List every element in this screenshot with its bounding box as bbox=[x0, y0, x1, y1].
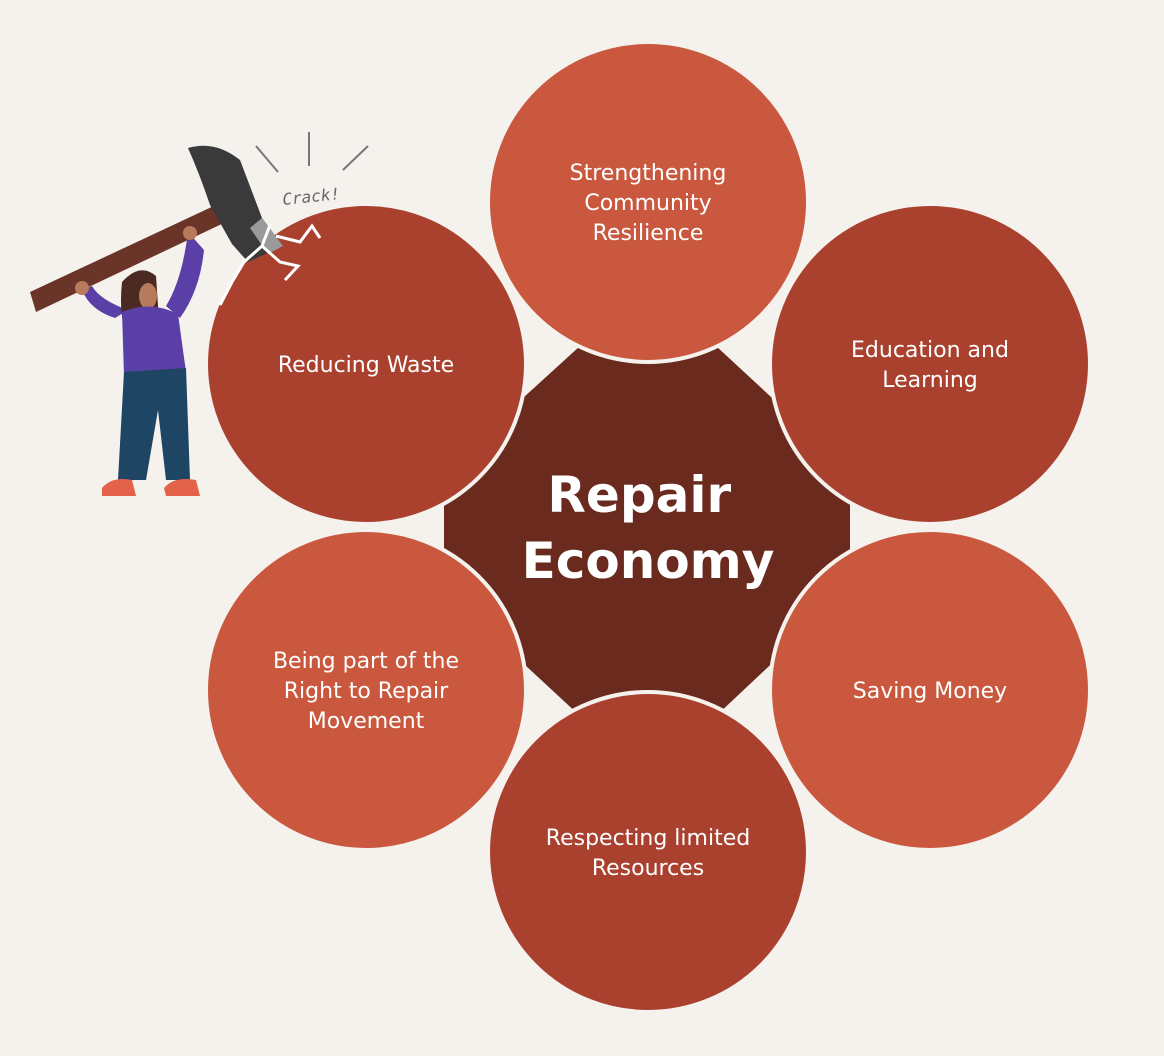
node-label-line: Respecting limited bbox=[546, 826, 750, 851]
node-circle bbox=[768, 202, 1092, 526]
impact-line bbox=[255, 145, 279, 173]
node-label-line: Saving Money bbox=[853, 679, 1007, 704]
node-label-line: Right to Repair bbox=[284, 679, 449, 704]
node-label-line: Education and bbox=[851, 338, 1009, 363]
node-label-line: Resilience bbox=[593, 221, 704, 246]
node-label: Saving Money bbox=[853, 679, 1007, 704]
trousers bbox=[118, 368, 190, 480]
crack-lines bbox=[218, 223, 322, 306]
node-reducing-waste: Reducing Waste bbox=[204, 202, 528, 526]
node-label: Reducing Waste bbox=[278, 353, 454, 378]
left-arm bbox=[82, 286, 128, 318]
right-arm bbox=[166, 232, 204, 318]
node-circle bbox=[486, 40, 810, 364]
node-circle bbox=[204, 202, 528, 526]
node-label-line: Movement bbox=[308, 709, 425, 734]
crack-caption: Crack! bbox=[281, 184, 340, 209]
center-label-line: Economy bbox=[522, 532, 775, 590]
node-label-line: Learning bbox=[882, 368, 978, 393]
right-hand bbox=[183, 226, 197, 240]
center-label: Repair Economy bbox=[522, 466, 775, 590]
right-shoe bbox=[164, 479, 200, 496]
node-label-line: Reducing Waste bbox=[278, 353, 454, 378]
node-circle bbox=[768, 528, 1092, 852]
center-label-line: Repair bbox=[547, 466, 731, 524]
left-hand bbox=[75, 281, 89, 295]
node-label-line: Community bbox=[584, 191, 711, 216]
node-label-line: Strengthening bbox=[570, 161, 727, 186]
node-circle bbox=[204, 528, 528, 852]
center-hub bbox=[444, 346, 850, 716]
face bbox=[139, 283, 157, 309]
impact-line bbox=[342, 145, 369, 171]
torso bbox=[122, 306, 186, 376]
node-label-line: Resources bbox=[592, 856, 704, 881]
person-with-hammer-icon: Crack! bbox=[30, 132, 369, 496]
node-saving-money: Saving Money bbox=[768, 528, 1092, 852]
left-shoe bbox=[102, 479, 136, 496]
node-circle bbox=[486, 690, 810, 1014]
node-label-line: Being part of the bbox=[273, 649, 459, 674]
